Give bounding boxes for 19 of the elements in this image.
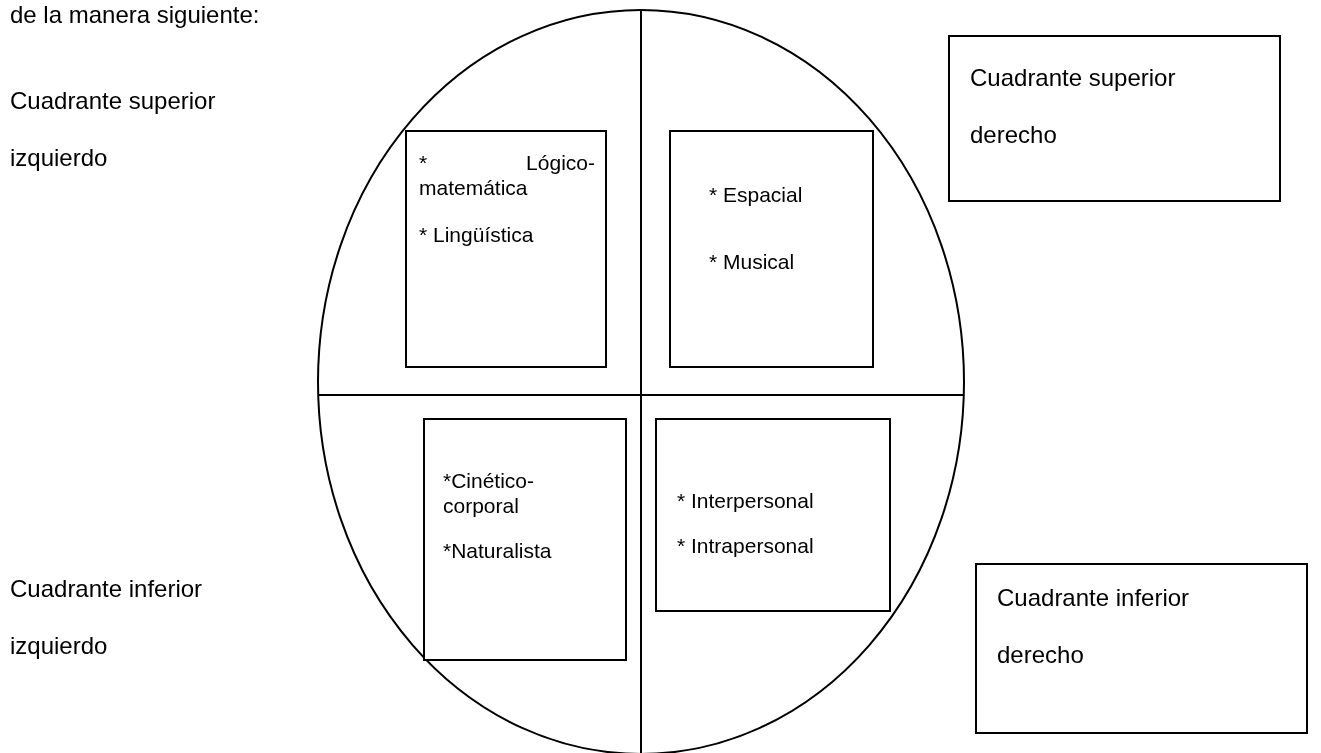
intelligence-label: *Naturalista — [443, 538, 553, 563]
intelligence-label: * Lingüística — [419, 222, 535, 247]
intelligence-box — [423, 418, 627, 661]
quadrant-label: Cuadrante superior derecho — [970, 63, 1177, 150]
quadrant-label: Cuadrante inferior izquierdo — [10, 574, 204, 661]
intelligence-label: *Cinético-corporal — [443, 468, 536, 518]
intro-text: de la manera siguiente: — [10, 0, 261, 30]
intelligence-label: * Espacial — [709, 182, 804, 207]
intelligence-label: * Interpersonal — [677, 488, 815, 513]
intelligence-label: * Intrapersonal — [677, 533, 815, 558]
intelligence-label: * Lógico-matemática — [419, 150, 595, 200]
quadrant-label: Cuadrante superior izquierdo — [10, 86, 217, 173]
intelligence-box — [405, 130, 607, 368]
intelligence-box — [655, 418, 891, 612]
quadrant-label-box — [975, 563, 1308, 734]
quadrant-label-box — [948, 35, 1281, 202]
quadrant-label: Cuadrante inferior derecho — [997, 583, 1191, 670]
intelligence-box — [669, 130, 874, 368]
intelligence-label: * Musical — [709, 249, 796, 274]
